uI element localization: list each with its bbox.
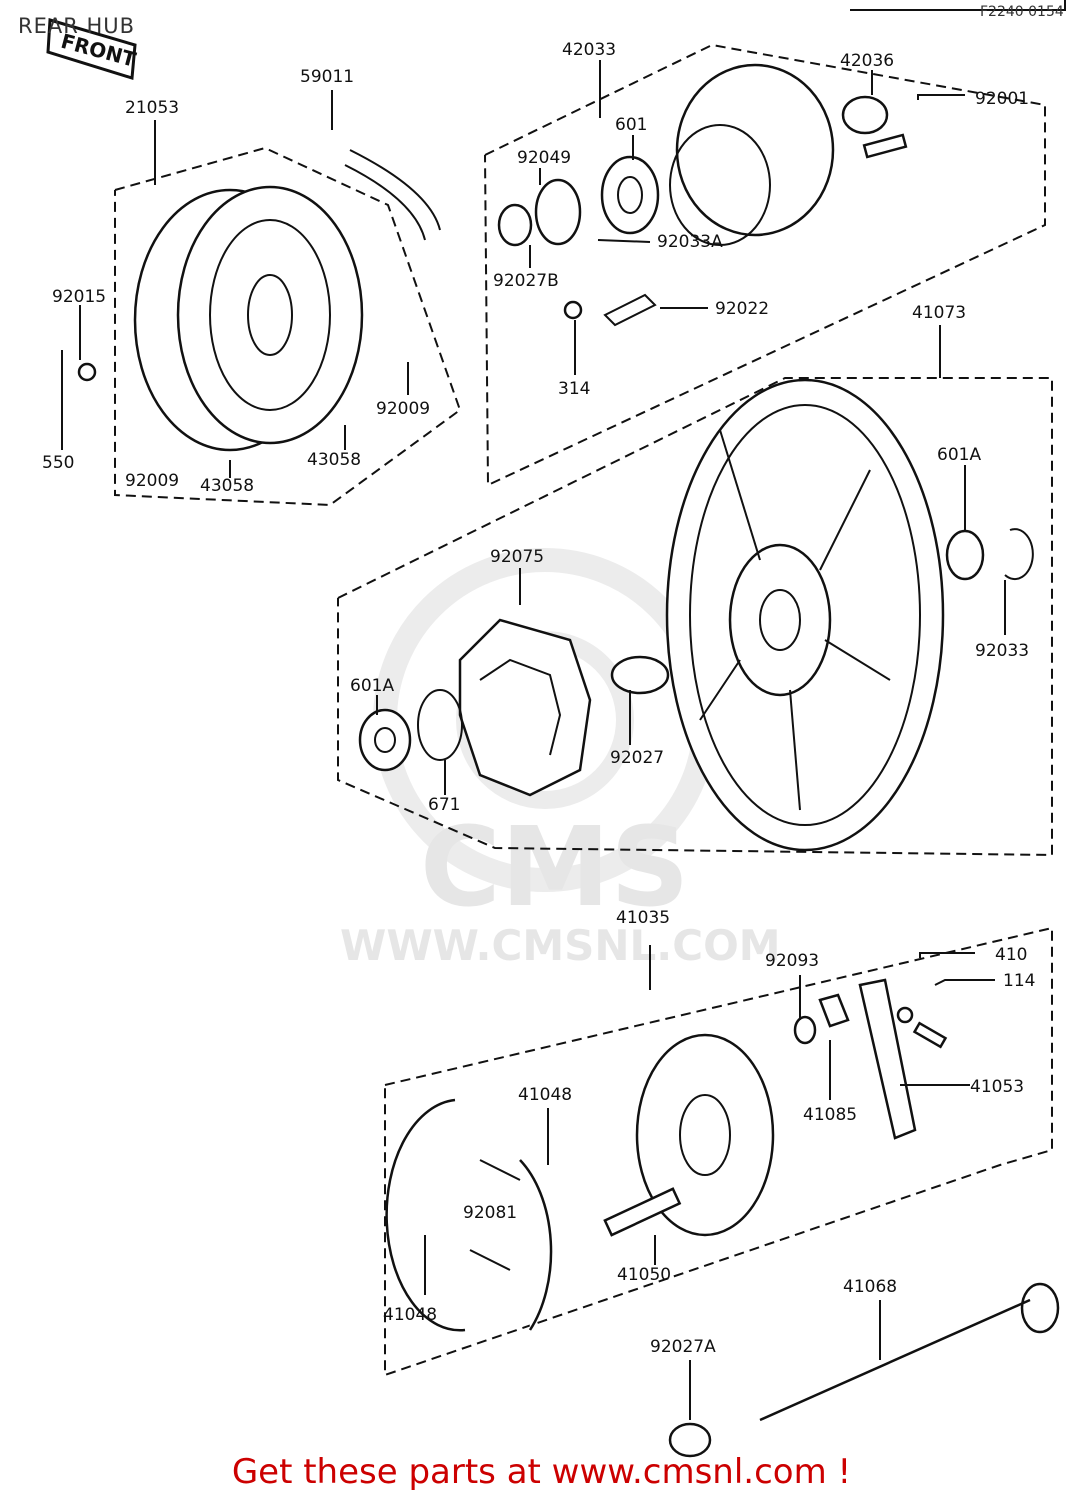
part-label-41035: 41035	[616, 908, 670, 928]
bearing-601a-left	[358, 708, 412, 772]
seal-92049	[534, 178, 582, 246]
chain-guard	[349, 149, 441, 231]
part-label-92009-right: 92009	[376, 399, 430, 419]
page-title: REAR HUB	[18, 14, 136, 38]
part-label-314: 314	[558, 379, 590, 399]
bolt-114	[912, 1021, 948, 1049]
damper-92075	[458, 618, 592, 797]
wheel-hub	[728, 543, 832, 697]
part-label-41073: 41073	[912, 303, 966, 323]
bearing-601a-right	[945, 529, 985, 581]
part-label-601a-right: 601A	[937, 445, 981, 465]
part-label-41085: 41085	[803, 1105, 857, 1125]
watermark-url: WWW.CMSNL.COM	[340, 921, 781, 970]
part-label-42036: 42036	[840, 51, 894, 71]
circlip-92033	[1004, 528, 1034, 580]
spacer-92027b	[497, 203, 533, 247]
axle-41068	[1020, 1282, 1060, 1334]
part-label-41068: 41068	[843, 1277, 897, 1297]
part-label-41050: 41050	[617, 1265, 671, 1285]
shoe-41048-left	[385, 1098, 466, 1332]
diagram-code: F2240 0154	[980, 4, 1064, 20]
brake-panel-group	[384, 926, 1060, 1458]
part-label-41048-bottom: 41048	[383, 1305, 437, 1325]
part-label-92033a: 92033A	[657, 232, 723, 252]
footer-link-text[interactable]: Get these parts at www.cmsnl.com !	[231, 1452, 852, 1492]
seal-92093	[793, 1015, 817, 1045]
lever-41053	[858, 978, 917, 1140]
nut-410	[896, 1006, 914, 1024]
part-label-41048-top: 41048	[518, 1085, 572, 1105]
part-label-92033: 92033	[975, 641, 1029, 661]
brake-panel-41035	[635, 1033, 775, 1237]
oring-671	[417, 689, 463, 761]
sprocket-group	[61, 90, 462, 507]
part-label-92001: 92001	[975, 89, 1029, 109]
part-label-43058-right: 43058	[307, 450, 361, 470]
part-label-92093: 92093	[765, 951, 819, 971]
pin-92022	[603, 293, 657, 327]
part-label-41053: 41053	[970, 1077, 1024, 1097]
part-label-42033: 42033	[562, 40, 616, 60]
part-label-92027b: 92027B	[493, 271, 559, 291]
cam-41050	[603, 1187, 682, 1237]
sprocket	[176, 185, 364, 445]
part-label-21053: 21053	[125, 98, 179, 118]
nut-314	[563, 300, 583, 320]
bolt-92001	[862, 133, 908, 159]
part-label-92027: 92027	[610, 748, 664, 768]
wheel-group	[337, 325, 1053, 857]
part-label-92049: 92049	[517, 148, 571, 168]
part-label-601a-left: 601A	[350, 676, 394, 696]
part-label-92081: 92081	[463, 1203, 517, 1223]
nut-92015	[77, 362, 97, 382]
part-label-43058-left: 43058	[200, 476, 254, 496]
part-label-59011: 59011	[300, 67, 354, 87]
part-label-671: 671	[428, 795, 460, 815]
collar-42036	[841, 95, 889, 135]
part-label-92075: 92075	[490, 547, 544, 567]
corner-frame	[850, 0, 1066, 11]
part-label-114: 114	[1003, 971, 1035, 991]
part-labels: 21053 59011 92015 550 92009 43058 92009 …	[42, 40, 1035, 1357]
part-label-410: 410	[995, 945, 1027, 965]
spring-92081	[469, 1159, 521, 1271]
coupling-42033	[675, 63, 835, 237]
indicator-41085	[818, 993, 850, 1028]
part-label-550: 550	[42, 453, 74, 473]
part-label-601: 601	[615, 115, 647, 135]
hub-coupling-group	[484, 43, 1046, 487]
spacer-92027	[610, 655, 670, 695]
part-label-92009-left: 92009	[125, 471, 179, 491]
part-label-92027a: 92027A	[650, 1337, 716, 1357]
part-label-92015: 92015	[52, 287, 106, 307]
bearing-601	[600, 155, 660, 235]
shoe-41048-right	[519, 1159, 553, 1331]
collar-92027a	[668, 1422, 712, 1458]
part-label-92022: 92022	[715, 299, 769, 319]
watermark-logo: CMS	[420, 803, 689, 931]
